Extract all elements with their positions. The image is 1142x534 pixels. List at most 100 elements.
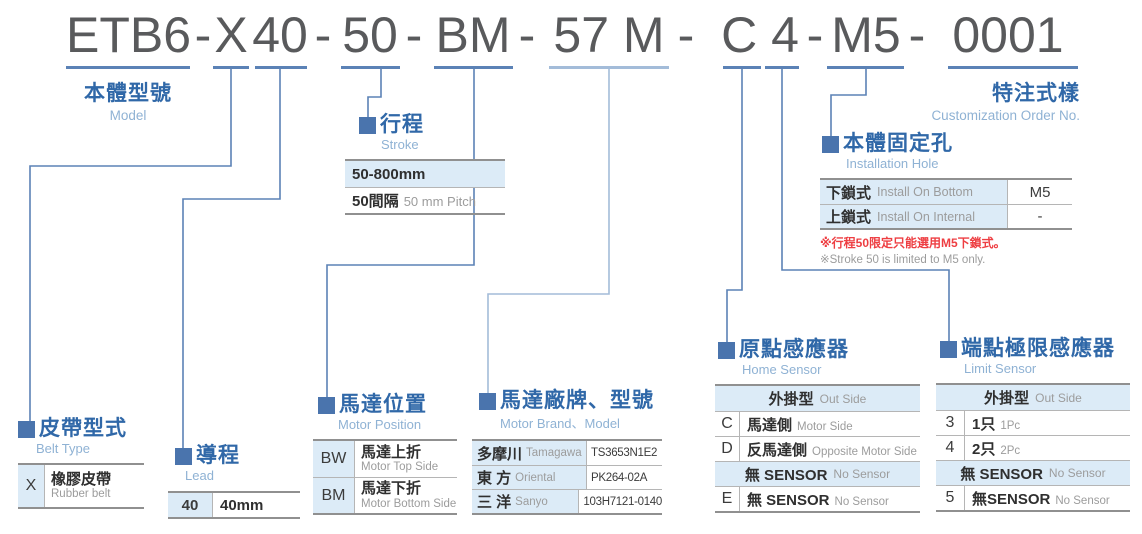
sensor-en: No Sensor — [1055, 494, 1110, 507]
header-zh: 外掛型 — [984, 390, 1030, 407]
code-segment-custom-no: 0001 — [952, 7, 1064, 63]
motor-brand-table: 多摩川 Tamagawa TS3653N1E2 東 方 Oriental PK2… — [472, 439, 662, 515]
section-bullet-icon — [318, 396, 335, 414]
table-row: 三 洋 Sanyo 103H7121-0140 — [472, 489, 662, 513]
stroke-title-zh: 行程 — [380, 113, 424, 136]
sensor-en: 1Pc — [1000, 419, 1021, 432]
brand-model-no: PK264-02A — [591, 471, 648, 484]
sensor-zh: 馬達側 — [747, 416, 793, 434]
section-motor-position: 馬達位置 Motor Position BW 馬達上折 Motor Top Si… — [313, 394, 457, 515]
installation-note-zh: ※行程50限定只能選用M5下鎖式。 — [820, 236, 1006, 250]
lead-title-zh: 導程 — [196, 444, 240, 467]
stroke-table: 50-800mm 50間隔 50 mm Pitch — [345, 159, 505, 215]
segment-underline — [549, 66, 669, 69]
code-segment-sensors: C 4 — [721, 7, 799, 63]
section-bullet-icon — [479, 392, 496, 410]
motor-position-code: BW — [313, 441, 355, 477]
table-row: 5 無SENSOR No Sensor — [936, 485, 1130, 510]
table-header-row: 外掛型 Out Side — [936, 385, 1130, 410]
motor-position-zh: 馬達上折 — [361, 443, 422, 461]
section-bullet-icon — [718, 341, 735, 359]
section-bullet-icon — [359, 116, 376, 134]
code-dash: - — [194, 7, 212, 63]
table-row: E 無 SENSOR No Sensor — [715, 486, 920, 511]
section-bullet-icon — [940, 340, 957, 358]
model-label-zh: 本體型號 — [84, 82, 172, 105]
sensor-code: 5 — [936, 486, 965, 510]
brand-en: Sanyo — [515, 495, 548, 508]
code-dash: - — [518, 7, 536, 63]
motor-position-title-en: Motor Position — [338, 417, 422, 432]
section-belt-type: 皮帶型式 Belt Type X 橡膠皮帶 Rubber belt — [18, 418, 144, 509]
segment-underline — [948, 66, 1078, 69]
lead-table: 40 40mm — [168, 491, 300, 519]
code-segment-model: ETB6 — [66, 7, 192, 63]
belt-type-table: X 橡膠皮帶 Rubber belt — [18, 463, 144, 509]
sensor-en: 2Pc — [1000, 444, 1021, 457]
code-segment-belt: X — [214, 7, 248, 63]
sensor-code: C — [715, 412, 740, 436]
segment-underline — [66, 66, 190, 69]
belt-desc-zh: 橡膠皮帶 — [51, 470, 112, 488]
header-zh: 外掛型 — [768, 391, 814, 408]
table-row: 東 方 Oriental PK264-02A — [472, 465, 662, 489]
home-sensor-title-en: Home Sensor — [742, 362, 822, 377]
table-row: 50-800mm — [345, 161, 505, 187]
brand-zh: 東 方 — [477, 470, 512, 487]
section-bullet-icon — [822, 135, 839, 153]
header-zh: 無 SENSOR — [744, 466, 828, 484]
installation-title-en: Installation Hole — [846, 156, 939, 171]
table-header-row: 無 SENSOR No Sensor — [936, 460, 1130, 485]
table-row: 4 2只 2Pc — [936, 435, 1130, 460]
belt-desc-en: Rubber belt — [51, 488, 111, 501]
header-en: Out Side — [819, 391, 867, 406]
sensor-zh: 2只 — [972, 440, 996, 458]
section-bullet-icon — [18, 420, 35, 438]
install-zh: 下鎖式 — [826, 184, 872, 202]
table-row: 上鎖式 Install On Internal - — [820, 204, 1072, 228]
sensor-code: 4 — [936, 436, 965, 460]
brand-en: Oriental — [515, 471, 556, 484]
home-sensor-table: 外掛型 Out Side C 馬達側 Motor Side D 反馬達側 Opp… — [715, 384, 920, 513]
sensor-code: E — [715, 487, 740, 511]
motor-position-en: Motor Bottom Side — [361, 497, 457, 510]
sensor-zh: 無 SENSOR — [747, 491, 830, 509]
header-en: No Sensor — [1048, 466, 1106, 480]
section-home-sensor: 原點感應器 Home Sensor 外掛型 Out Side C 馬達側 Mot… — [715, 339, 920, 513]
section-installation-hole: 本體固定孔 Installation Hole 下鎖式 Install On B… — [820, 133, 1072, 266]
sensor-en: Motor Side — [797, 420, 853, 433]
installation-title-zh: 本體固定孔 — [843, 132, 953, 155]
install-zh: 上鎖式 — [826, 209, 872, 226]
brand-en: Tamagawa — [526, 447, 582, 459]
header-zh: 無 SENSOR — [960, 465, 1043, 483]
sensor-zh: 1只 — [972, 415, 996, 433]
installation-note-en: ※Stroke 50 is limited to M5 only. — [820, 254, 986, 266]
motor-position-title-zh: 馬達位置 — [339, 393, 427, 416]
table-row: BW 馬達上折 Motor Top Side — [313, 441, 457, 477]
segment-underline — [341, 66, 400, 69]
table-row: D 反馬達側 Opposite Motor Side — [715, 436, 920, 461]
install-en: Install On Bottom — [877, 185, 973, 199]
segment-underline — [434, 66, 513, 69]
table-header-row: 無 SENSOR No Sensor — [715, 461, 920, 486]
section-limit-sensor: 端點極限感應器 Limit Sensor 外掛型 Out Side 3 1只 1… — [936, 338, 1130, 512]
motor-brand-title-zh: 馬達廠牌、型號 — [500, 389, 654, 412]
customization-label: 特注式樣 Customization Order No. — [868, 77, 1080, 123]
motor-position-zh: 馬達下折 — [361, 480, 422, 498]
code-dash: - — [314, 7, 332, 63]
table-row: 下鎖式 Install On Bottom M5 — [820, 180, 1072, 204]
motor-position-table: BW 馬達上折 Motor Top Side BM 馬達下折 Motor Bot… — [313, 439, 457, 515]
segment-underline — [255, 66, 307, 69]
section-stroke: 行程 Stroke 50-800mm 50間隔 50 mm Pitch — [345, 114, 505, 215]
brand-zh: 多摩川 — [477, 445, 523, 463]
installation-table: 下鎖式 Install On Bottom M5 上鎖式 Install On … — [820, 178, 1072, 230]
stroke-pitch-zh: 50間隔 — [352, 193, 399, 210]
code-dash: - — [806, 7, 824, 63]
code-segment-installation-hole: M5 — [831, 7, 901, 63]
model-label: 本體型號 Model — [66, 77, 190, 123]
code-dash: - — [908, 7, 926, 63]
section-bullet-icon — [175, 447, 192, 465]
table-row: C 馬達側 Motor Side — [715, 411, 920, 436]
table-header-row: 外掛型 Out Side — [715, 386, 920, 411]
